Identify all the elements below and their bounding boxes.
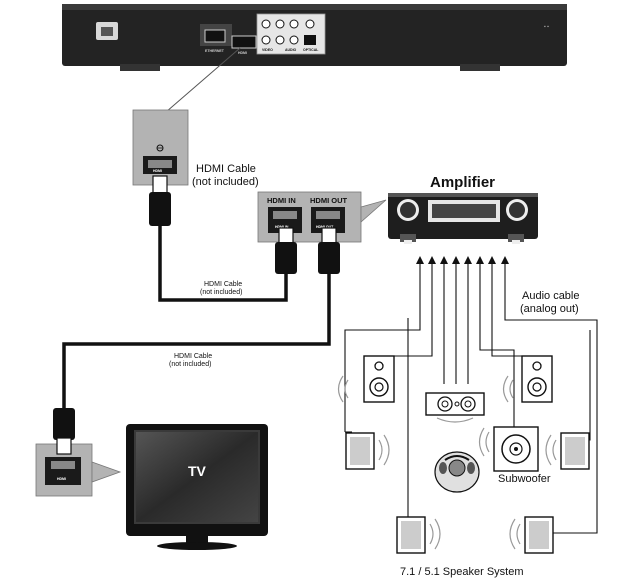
hdmi-cable-label-mid-2: (not included) <box>200 289 242 296</box>
power-socket-icon <box>96 22 118 40</box>
audio-arrow-heads <box>416 256 509 264</box>
zoom-leader-line <box>165 47 241 113</box>
hdmi-cable-label-top-2: (not included) <box>192 176 259 188</box>
hdmi-cable-amp-to-tv <box>62 272 331 412</box>
rear-left-speaker-icon <box>396 516 441 554</box>
hdmi-plugs-amp <box>275 227 340 274</box>
hdmi-cable-label-low-2: (not included) <box>169 361 211 368</box>
hdmi-out-label: HDMI OUT <box>310 196 347 205</box>
center-speaker-icon <box>425 392 485 423</box>
listener-icon <box>434 451 480 493</box>
tv-hdmi-zoom-box: HDMI <box>35 443 122 497</box>
port-label-video: VIDEO <box>262 48 273 52</box>
hdmi-cable-label-mid-1: HDMI Cable <box>204 281 242 288</box>
screw-marks: ▪ ▪ <box>544 24 549 30</box>
hdmi-cable-label-low-1: HDMI Cable <box>174 353 212 360</box>
tv-label: TV <box>188 463 207 479</box>
port-label-optical: OPTICAL <box>303 48 319 52</box>
port-label-ethernet: ETHERNET <box>205 49 225 53</box>
amplifier-label: Amplifier <box>430 174 495 191</box>
amp-hdmi-zoom-box: HDMI IN HDMI OUT HDMI IN HDMI OUT <box>257 191 387 243</box>
hdmi-cable-label-top-1: HDMI Cable <box>196 163 256 175</box>
player-rear-panel: ▪ ▪ ETHERNET HDMI VIDEO AUDIO OPTICAL <box>62 4 567 71</box>
tv-icon <box>126 424 268 550</box>
hdmi-in-label: HDMI IN <box>267 196 296 205</box>
front-right-speaker-icon <box>502 355 553 403</box>
hdmi-in-port-label: HDMI IN <box>275 225 289 229</box>
rca-jacks-icon <box>261 19 315 45</box>
audio-cable-label-2: (analog out) <box>520 303 579 315</box>
rear-right-speaker-icon <box>509 516 554 554</box>
port-label-hdmi: HDMI <box>238 51 247 55</box>
ethernet-port-icon <box>204 29 226 43</box>
port-label-audio: AUDIO <box>285 48 297 52</box>
hdmi-out-port-label: HDMI OUT <box>316 225 334 229</box>
zoom-hdmi-label: HDMI <box>153 169 162 173</box>
amplifier-icon <box>388 193 538 244</box>
optical-port-icon <box>304 35 316 45</box>
subwoofer-icon <box>478 426 539 472</box>
hdmi-cable-player-to-amp <box>149 175 288 302</box>
audio-cable-bundle <box>344 262 598 534</box>
tv-hdmi-port-label: HDMI <box>57 477 66 481</box>
front-left-speaker-icon <box>337 355 395 403</box>
player-hdmi-zoom-box: HDMI <box>132 109 189 186</box>
audio-cable-label-1: Audio cable <box>522 290 580 302</box>
subwoofer-label: Subwoofer <box>498 473 551 485</box>
side-left-speaker-icon <box>345 432 390 470</box>
side-right-speaker-icon <box>545 432 590 470</box>
player-hdmi-port-icon <box>231 35 257 49</box>
hdmi-plug-tv <box>53 408 75 455</box>
speaker-system-label: 7.1 / 5.1 Speaker System <box>400 566 524 578</box>
